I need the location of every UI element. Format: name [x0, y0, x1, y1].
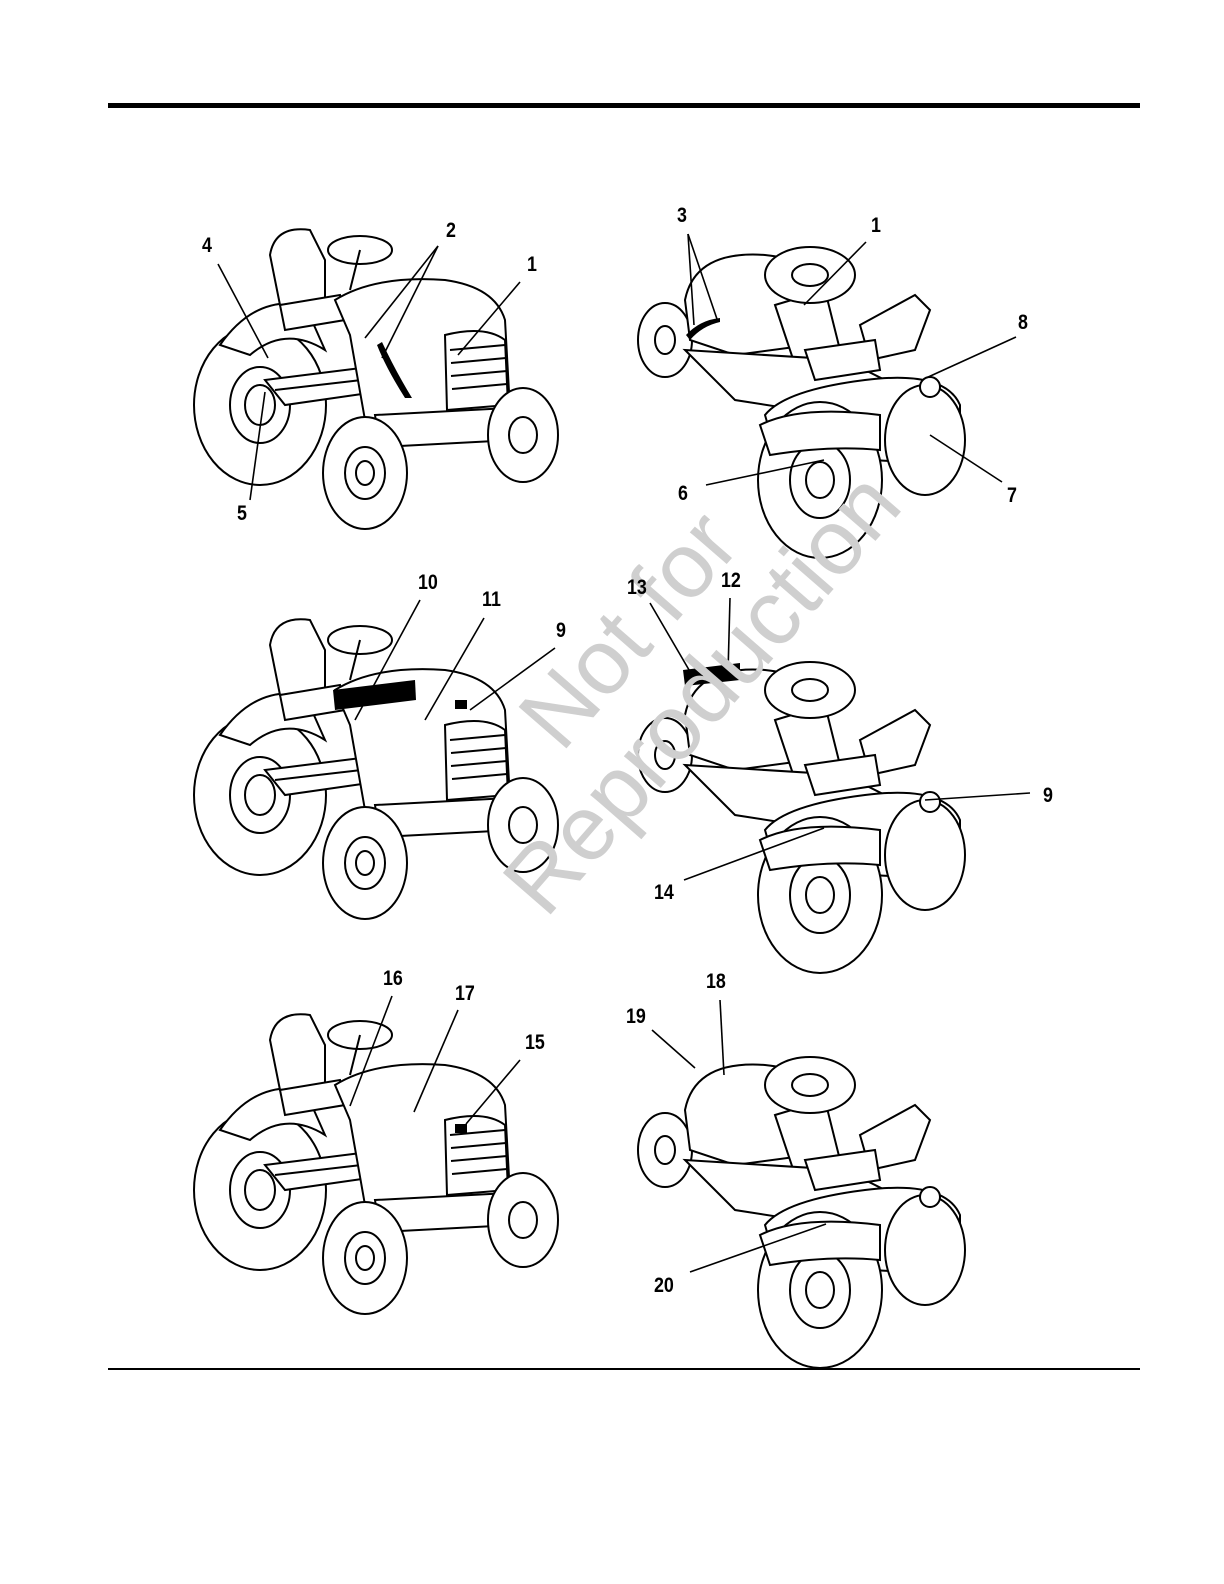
callout-3: 3	[677, 205, 687, 226]
callout-5: 5	[237, 503, 247, 524]
callout-1-front: 1	[527, 254, 537, 275]
callout-9-front: 9	[556, 620, 566, 641]
tractor-front-view-1	[194, 229, 558, 529]
callout-7: 7	[1007, 485, 1017, 506]
callout-20: 20	[654, 1275, 674, 1296]
callout-19: 19	[626, 1006, 646, 1027]
callout-1-rear: 1	[871, 215, 881, 236]
callout-17: 17	[455, 983, 475, 1004]
tractor-front-view-3	[194, 1014, 558, 1314]
callout-13: 13	[627, 577, 647, 598]
tractor-rear-view-3	[638, 1057, 965, 1368]
callout-2: 2	[446, 220, 456, 241]
callout-4: 4	[202, 235, 212, 256]
callout-12: 12	[721, 570, 741, 591]
callout-14: 14	[654, 882, 674, 903]
callout-8: 8	[1018, 312, 1028, 333]
callout-15: 15	[525, 1032, 545, 1053]
callout-9-rear: 9	[1043, 785, 1053, 806]
callout-18: 18	[706, 971, 726, 992]
callout-11: 11	[482, 589, 501, 610]
callout-16: 16	[383, 968, 403, 989]
callout-10: 10	[418, 572, 438, 593]
callout-6: 6	[678, 483, 688, 504]
